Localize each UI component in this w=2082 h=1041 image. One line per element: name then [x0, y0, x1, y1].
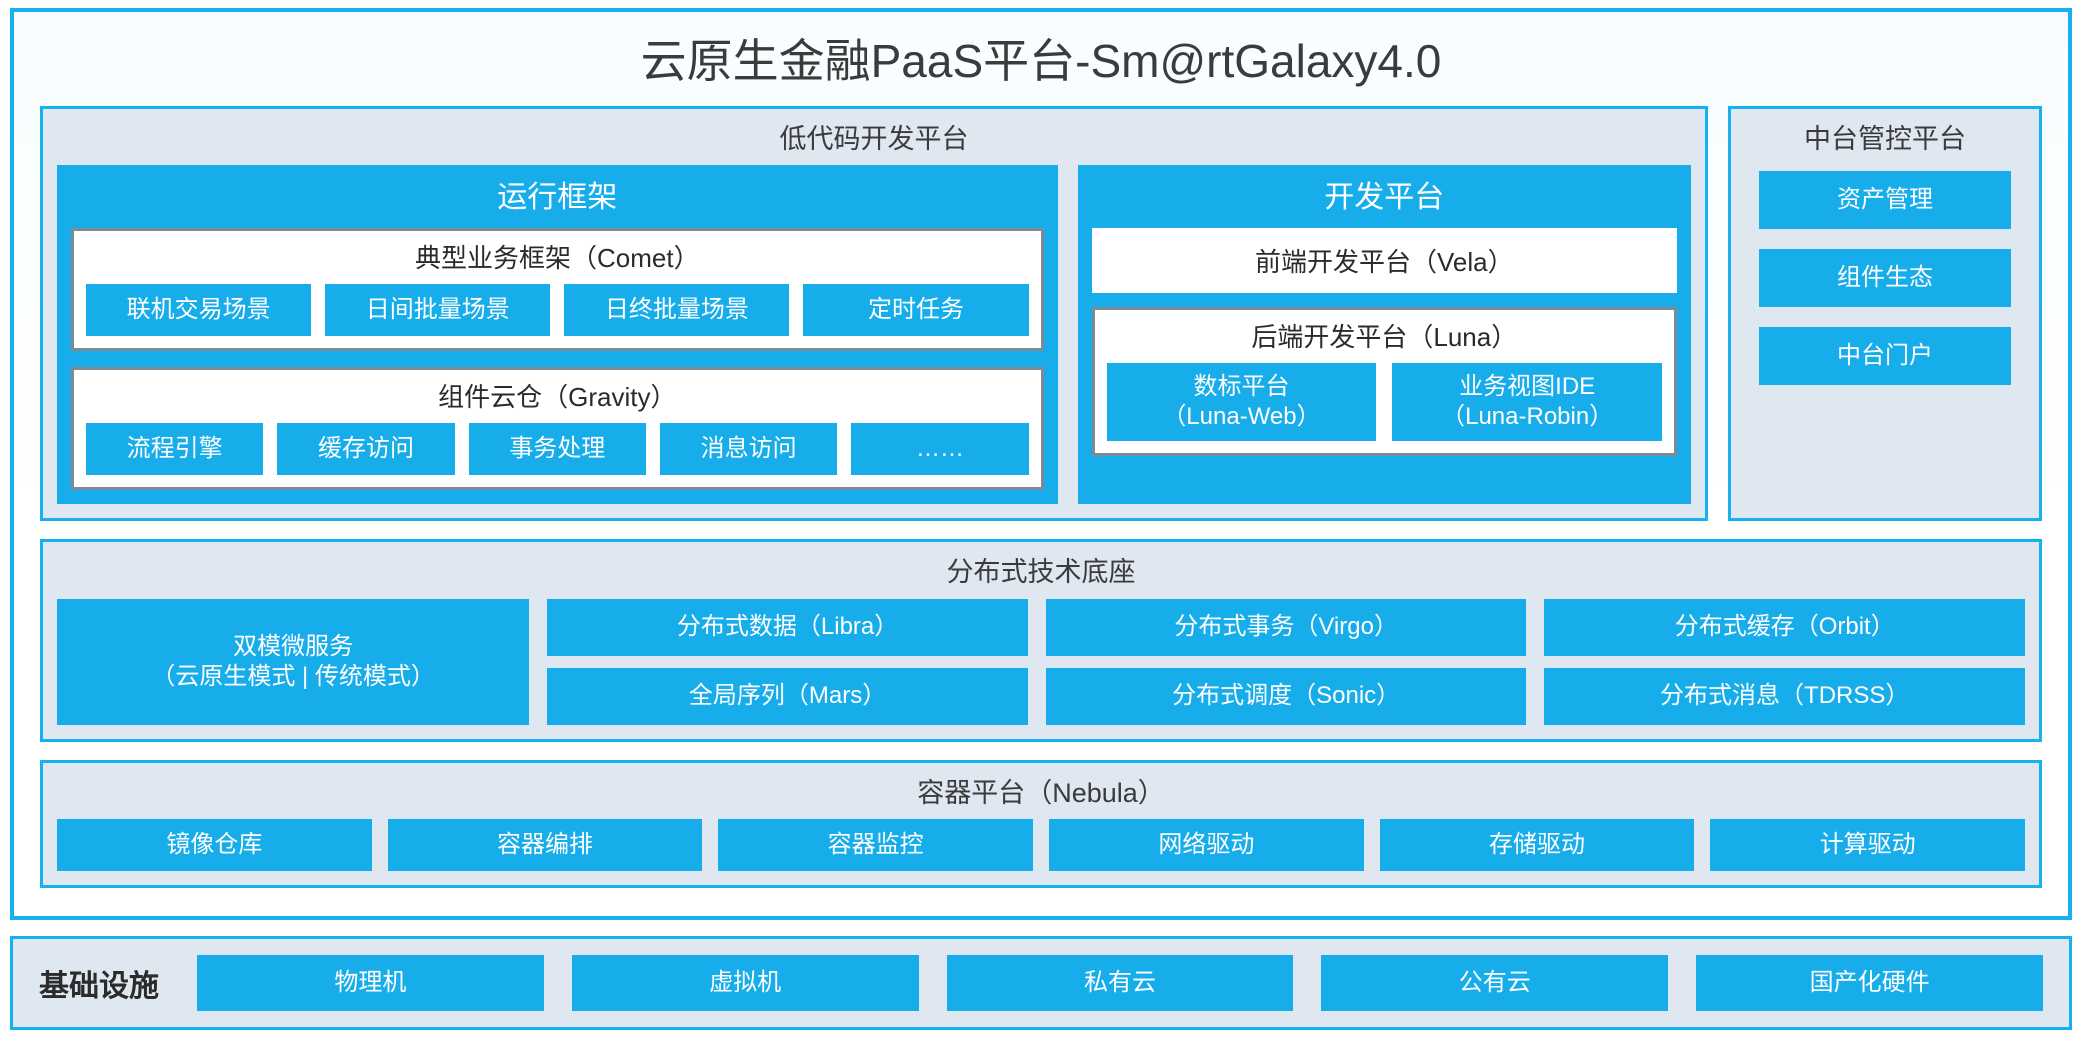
distributed-base-panel: 分布式技术底座 双模微服务 （云原生模式 | 传统模式） 分布式数据（Libra… [40, 539, 2042, 742]
gravity-title: 组件云仓（Gravity） [438, 382, 677, 413]
container-tile-registry[interactable]: 镜像仓库 [57, 819, 372, 872]
lowcode-platform-title: 低代码开发平台 [779, 124, 969, 155]
luna-tile-row: 数标平台 （Luna-Web） 业务视图IDE （Luna-Robin） [1106, 363, 1663, 442]
luna-web-code: （Luna-Web） [1162, 403, 1321, 431]
spacer [40, 742, 2042, 760]
infrastructure-tile-private-cloud[interactable]: 私有云 [946, 955, 1294, 1011]
luna-robin-code: （Luna-Robin） [1441, 403, 1614, 431]
dual-mode-line1: 双模微服务 [233, 632, 354, 660]
distributed-base-body: 双模微服务 （云原生模式 | 传统模式） 分布式数据（Libra） 全局序列（M… [57, 598, 2025, 725]
distributed-tile-tdrss[interactable]: 分布式消息（TDRSS） [1544, 667, 2025, 725]
lowcode-platform-body: 运行框架 典型业务框架（Comet） 联机交易场景 日间批量场景 日终批量场景 … [57, 165, 1691, 505]
page-title: 云原生金融PaaS平台-Sm@rtGalaxy4.0 [640, 35, 1442, 87]
distributed-columns: 分布式数据（Libra） 全局序列（Mars） 分布式事务（Virgo） 分布式… [547, 598, 2025, 725]
vela-box[interactable]: 前端开发平台（Vela） [1091, 227, 1677, 293]
comet-tile[interactable]: 定时任务 [803, 284, 1029, 337]
dev-platform-block: 开发平台 前端开发平台（Vela） 后端开发平台（Luna） 数标平台 （Lun… [1077, 165, 1691, 505]
distributed-tile-libra[interactable]: 分布式数据（Libra） [547, 598, 1028, 656]
container-platform-title: 容器平台（Nebula） [917, 777, 1165, 808]
platform-card: 云原生金融PaaS平台-Sm@rtGalaxy4.0 低代码开发平台 运行框架 … [10, 8, 2072, 920]
container-tile-storage-driver[interactable]: 存储驱动 [1379, 819, 1695, 872]
luna-title: 后端开发平台（Luna） [1251, 321, 1518, 352]
gravity-tile-row: 流程引擎 缓存访问 事务处理 消息访问 …… [86, 423, 1029, 476]
luna-robin-name: 业务视图IDE [1459, 373, 1596, 401]
comet-title: 典型业务框架（Comet） [415, 242, 700, 273]
top-row: 低代码开发平台 运行框架 典型业务框架（Comet） 联机交易场景 日间批量场景… [40, 106, 2042, 522]
infrastructure-tile-virtual[interactable]: 虚拟机 [571, 955, 919, 1011]
midplatform-tile-portal[interactable]: 中台门户 [1759, 327, 2011, 386]
distributed-tile-sonic[interactable]: 分布式调度（Sonic） [1045, 667, 1527, 725]
dual-mode-column: 双模微服务 （云原生模式 | 传统模式） [57, 598, 530, 725]
gravity-tile[interactable]: 缓存访问 [277, 423, 455, 476]
lowcode-platform-panel: 低代码开发平台 运行框架 典型业务框架（Comet） 联机交易场景 日间批量场景… [40, 106, 1708, 522]
runtime-framework-title: 运行框架 [497, 181, 618, 215]
container-tile-compute-driver[interactable]: 计算驱动 [1710, 819, 2026, 872]
distributed-base-title: 分布式技术底座 [946, 557, 1136, 588]
distributed-column: 分布式事务（Virgo） 分布式调度（Sonic） [1045, 598, 1527, 725]
runtime-framework-block: 运行框架 典型业务框架（Comet） 联机交易场景 日间批量场景 日终批量场景 … [57, 165, 1058, 505]
gravity-tile-more[interactable]: …… [851, 423, 1029, 476]
midplatform-items: 资产管理 组件生态 中台门户 [1745, 165, 2025, 504]
dual-mode-tile[interactable]: 双模微服务 （云原生模式 | 传统模式） [57, 598, 530, 725]
container-tile-row: 镜像仓库 容器编排 容器监控 网络驱动 存储驱动 计算驱动 [57, 819, 2026, 872]
distributed-tile-mars[interactable]: 全局序列（Mars） [547, 667, 1028, 725]
gravity-tile[interactable]: 流程引擎 [86, 423, 264, 476]
infrastructure-tile-public-cloud[interactable]: 公有云 [1321, 955, 1669, 1011]
luna-web-name: 数标平台 [1193, 373, 1290, 401]
infrastructure-panel: 基础设施 物理机 虚拟机 私有云 公有云 国产化硬件 [10, 936, 2072, 1030]
distributed-column: 分布式缓存（Orbit） 分布式消息（TDRSS） [1544, 598, 2025, 725]
midplatform-panel: 中台管控平台 资产管理 组件生态 中台门户 [1728, 106, 2042, 522]
gravity-tile[interactable]: 消息访问 [659, 423, 838, 476]
infrastructure-tile-domestic-hardware[interactable]: 国产化硬件 [1696, 955, 2043, 1011]
comet-tile-row: 联机交易场景 日间批量场景 日终批量场景 定时任务 [86, 284, 1029, 337]
infrastructure-label: 基础设施 [39, 970, 159, 1003]
container-platform-panel: 容器平台（Nebula） 镜像仓库 容器编排 容器监控 网络驱动 存储驱动 计算… [40, 759, 2042, 889]
distributed-tile-virgo[interactable]: 分布式事务（Virgo） [1045, 598, 1527, 656]
infrastructure-tile-physical[interactable]: 物理机 [197, 955, 544, 1011]
comet-tile[interactable]: 日间批量场景 [325, 284, 551, 337]
comet-tile[interactable]: 日终批量场景 [564, 284, 790, 337]
container-tile-orchestration[interactable]: 容器编排 [387, 819, 703, 872]
comet-tile[interactable]: 联机交易场景 [86, 284, 312, 337]
container-tile-monitoring[interactable]: 容器监控 [718, 819, 1034, 872]
midplatform-tile-asset[interactable]: 资产管理 [1759, 171, 2011, 230]
distributed-tile-orbit[interactable]: 分布式缓存（Orbit） [1544, 598, 2025, 656]
comet-box: 典型业务框架（Comet） 联机交易场景 日间批量场景 日终批量场景 定时任务 [71, 227, 1044, 352]
luna-robin-tile[interactable]: 业务视图IDE （Luna-Robin） [1392, 363, 1663, 442]
midplatform-tile-component[interactable]: 组件生态 [1759, 249, 2011, 308]
container-tile-network-driver[interactable]: 网络驱动 [1049, 819, 1364, 872]
gravity-box: 组件云仓（Gravity） 流程引擎 缓存访问 事务处理 消息访问 …… [71, 367, 1044, 491]
luna-box: 后端开发平台（Luna） 数标平台 （Luna-Web） 业务视图IDE （Lu… [1091, 306, 1677, 457]
luna-web-tile[interactable]: 数标平台 （Luna-Web） [1106, 363, 1377, 442]
midplatform-title: 中台管控平台 [1804, 124, 1966, 155]
spacer [40, 521, 2042, 539]
dual-mode-line2: （云原生模式 | 传统模式） [151, 662, 435, 690]
gravity-tile[interactable]: 事务处理 [468, 423, 646, 476]
infrastructure-tile-row: 物理机 虚拟机 私有云 公有云 国产化硬件 [197, 955, 2043, 1011]
dev-platform-title: 开发平台 [1324, 181, 1445, 215]
distributed-column: 分布式数据（Libra） 全局序列（Mars） [547, 598, 1028, 725]
